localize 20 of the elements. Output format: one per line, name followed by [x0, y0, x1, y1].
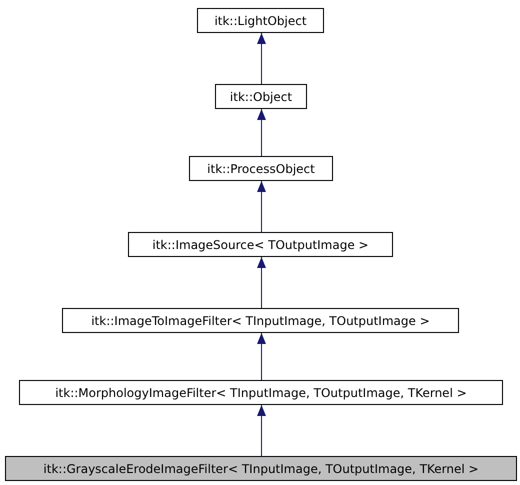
inheritance-arrow [257, 32, 266, 84]
class-name: itk::Object [230, 90, 292, 104]
class-box [19, 380, 503, 405]
class-name: itk::MorphologyImageFilter< TInputImage, TOutputImage, TKernel > [55, 386, 467, 400]
inheritance-arrow [257, 108, 266, 156]
inheritance-arrow [257, 332, 266, 380]
class-name: itk::GrayscaleErodeImageFilter< TInputImage, TOutputImage, TKernel > [43, 462, 479, 476]
class-name: itk::LightObject [214, 14, 307, 28]
class-box [189, 156, 333, 181]
class-box [197, 8, 324, 33]
class-name: itk::ImageSource< TOutputImage > [152, 238, 369, 252]
class-box [5, 456, 517, 481]
class-box [215, 84, 307, 109]
class-name: itk::ProcessObject [207, 162, 315, 176]
inheritance-arrow [257, 180, 266, 232]
class-box [62, 308, 459, 333]
class-name: itk::ImageToImageFilter< TInputImage, TOutputImage > [91, 314, 430, 328]
class-box [128, 232, 393, 257]
inheritance-arrow [257, 404, 266, 456]
inheritance-arrow [257, 256, 266, 308]
